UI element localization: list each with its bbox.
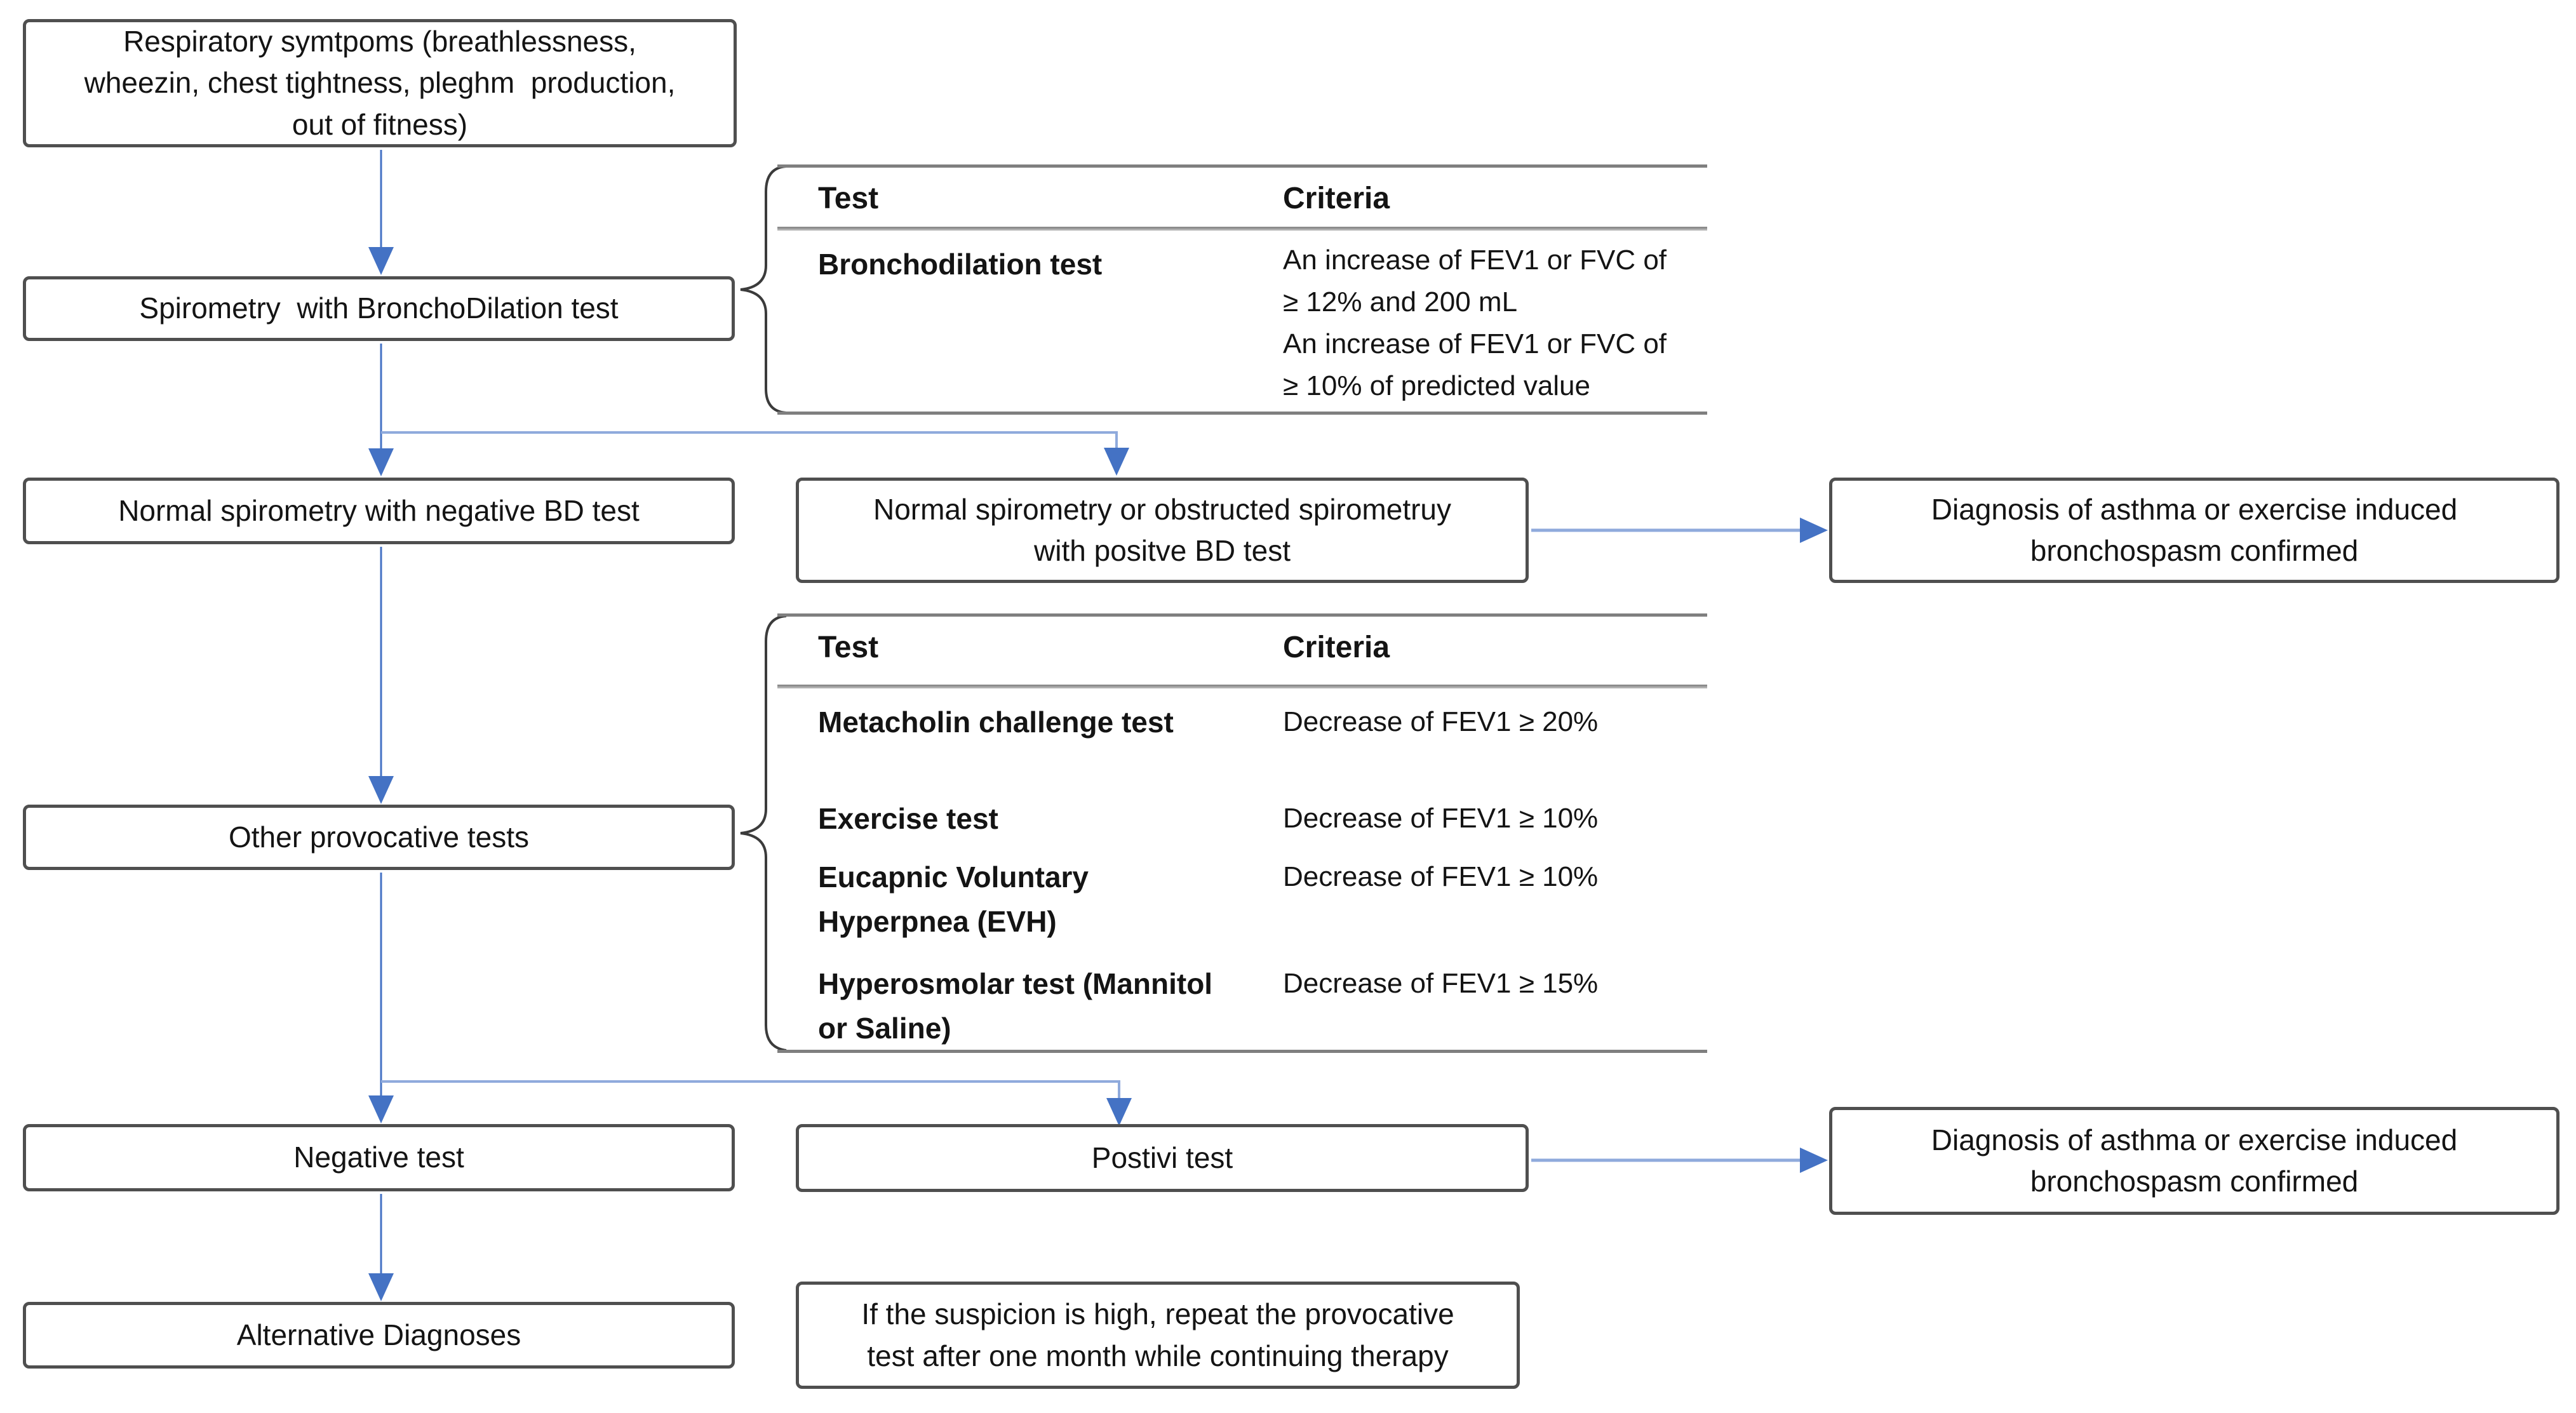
table2-row1-criteria: Decrease of FEV1 ≥ 20% [1283,706,1599,737]
box-alternative-diagnoses-label: Alternative Diagnoses [236,1318,521,1351]
table2-row2-criteria: Decrease of FEV1 ≥ 10% [1283,803,1599,834]
table1-header-separator [777,227,1707,231]
arrow-line-other-tests-to-positive [381,1080,1120,1099]
box-negative-test-label: Negative test [293,1141,464,1174]
table2-row2-test: Exercise test [818,802,998,835]
table1-row1-test: Bronchodilation test [818,248,1103,281]
table2-row3-criteria: Decrease of FEV1 ≥ 10% [1283,861,1599,892]
box-diagnosis-confirmed-bottom-label: Diagnosis of asthma or exercise induced … [1931,1123,2458,1198]
box-normal-spirometry-negative-bd: Normal spirometry with negative BD test [23,478,735,544]
arrowhead-positive-bd-to-diagnosis [1800,518,1828,543]
table1-header-test: Test [818,182,879,215]
box-other-provocative-tests-label: Other provocative tests [229,820,529,854]
box-spirometry-bd-test: Spirometry with BronchoDilation test [23,276,735,341]
box-spirometry-bd-test-label: Spirometry with BronchoDilation test [139,291,619,325]
table1-header-criteria: Criteria [1283,182,1390,215]
table-provocative-tests-criteria: Test Criteria Metacholin challenge test … [777,613,1707,1053]
arrowhead-other-tests-to-negative [368,1095,394,1123]
box-normal-spirometry-negative-bd-label: Normal spirometry with negative BD test [118,493,640,527]
table1-top-rule [777,164,1707,168]
box-repeat-test-note: If the suspicion is high, repeat the pro… [796,1282,1520,1389]
arrowhead-positive-test-to-diagnosis [1800,1148,1828,1173]
table2-row1-test: Metacholin challenge test [818,706,1174,739]
arrowhead-negative-bd-to-other-tests [368,776,394,804]
box-alternative-diagnoses: Alternative Diagnoses [23,1302,735,1369]
box-respiratory-symptoms-label: Respiratory symtpoms (breathlessness, wh… [84,25,676,141]
box-normal-or-obstructed-positive-bd-label: Normal spirometry or obstructed spiromet… [873,492,1452,567]
box-diagnosis-confirmed-top-label: Diagnosis of asthma or exercise induced … [1931,492,2458,567]
table2-row3-test: Eucapnic Voluntary Hyperpnea (EVH) [818,861,1089,938]
table2-row4-criteria: Decrease of FEV1 ≥ 15% [1283,968,1599,999]
box-negative-test: Negative test [23,1124,735,1191]
table2-header-separator [777,685,1707,688]
table2-row4-test: Hyperosmolar test (Mannitol or Saline) [818,967,1213,1045]
arrowhead-negative-to-alternative [368,1273,394,1301]
table2-header-criteria: Criteria [1283,631,1390,664]
table2-top-rule [777,613,1707,617]
table2-bottom-rule [777,1050,1707,1053]
arrow-line-spirometry-to-normal-positive [381,431,1118,450]
arrowhead-spirometry-to-normal-positive [1104,448,1129,476]
table2-header-test: Test [818,631,879,664]
box-diagnosis-confirmed-bottom: Diagnosis of asthma or exercise induced … [1829,1107,2559,1215]
arrowhead-spirometry-to-normal-negative [368,448,394,476]
box-respiratory-symptoms: Respiratory symtpoms (breathlessness, wh… [23,19,737,147]
box-normal-or-obstructed-positive-bd: Normal spirometry or obstructed spiromet… [796,478,1529,583]
box-repeat-test-note-label: If the suspicion is high, repeat the pro… [861,1297,1454,1372]
box-other-provocative-tests: Other provocative tests [23,805,735,870]
table1-row1-criteria: An increase of FEV1 or FVC of ≥ 12% and … [1283,244,1667,401]
arrowhead-respiratory-to-spirometry [368,247,394,275]
table1-bottom-rule [777,412,1707,415]
box-diagnosis-confirmed-top: Diagnosis of asthma or exercise induced … [1829,478,2559,583]
table-bronchodilation-criteria: Test Criteria Bronchodilation test An in… [777,164,1707,415]
box-positive-test: Postivi test [796,1124,1529,1192]
box-positive-test-label: Postivi test [1091,1141,1233,1174]
arrowhead-other-tests-to-positive [1106,1098,1132,1126]
